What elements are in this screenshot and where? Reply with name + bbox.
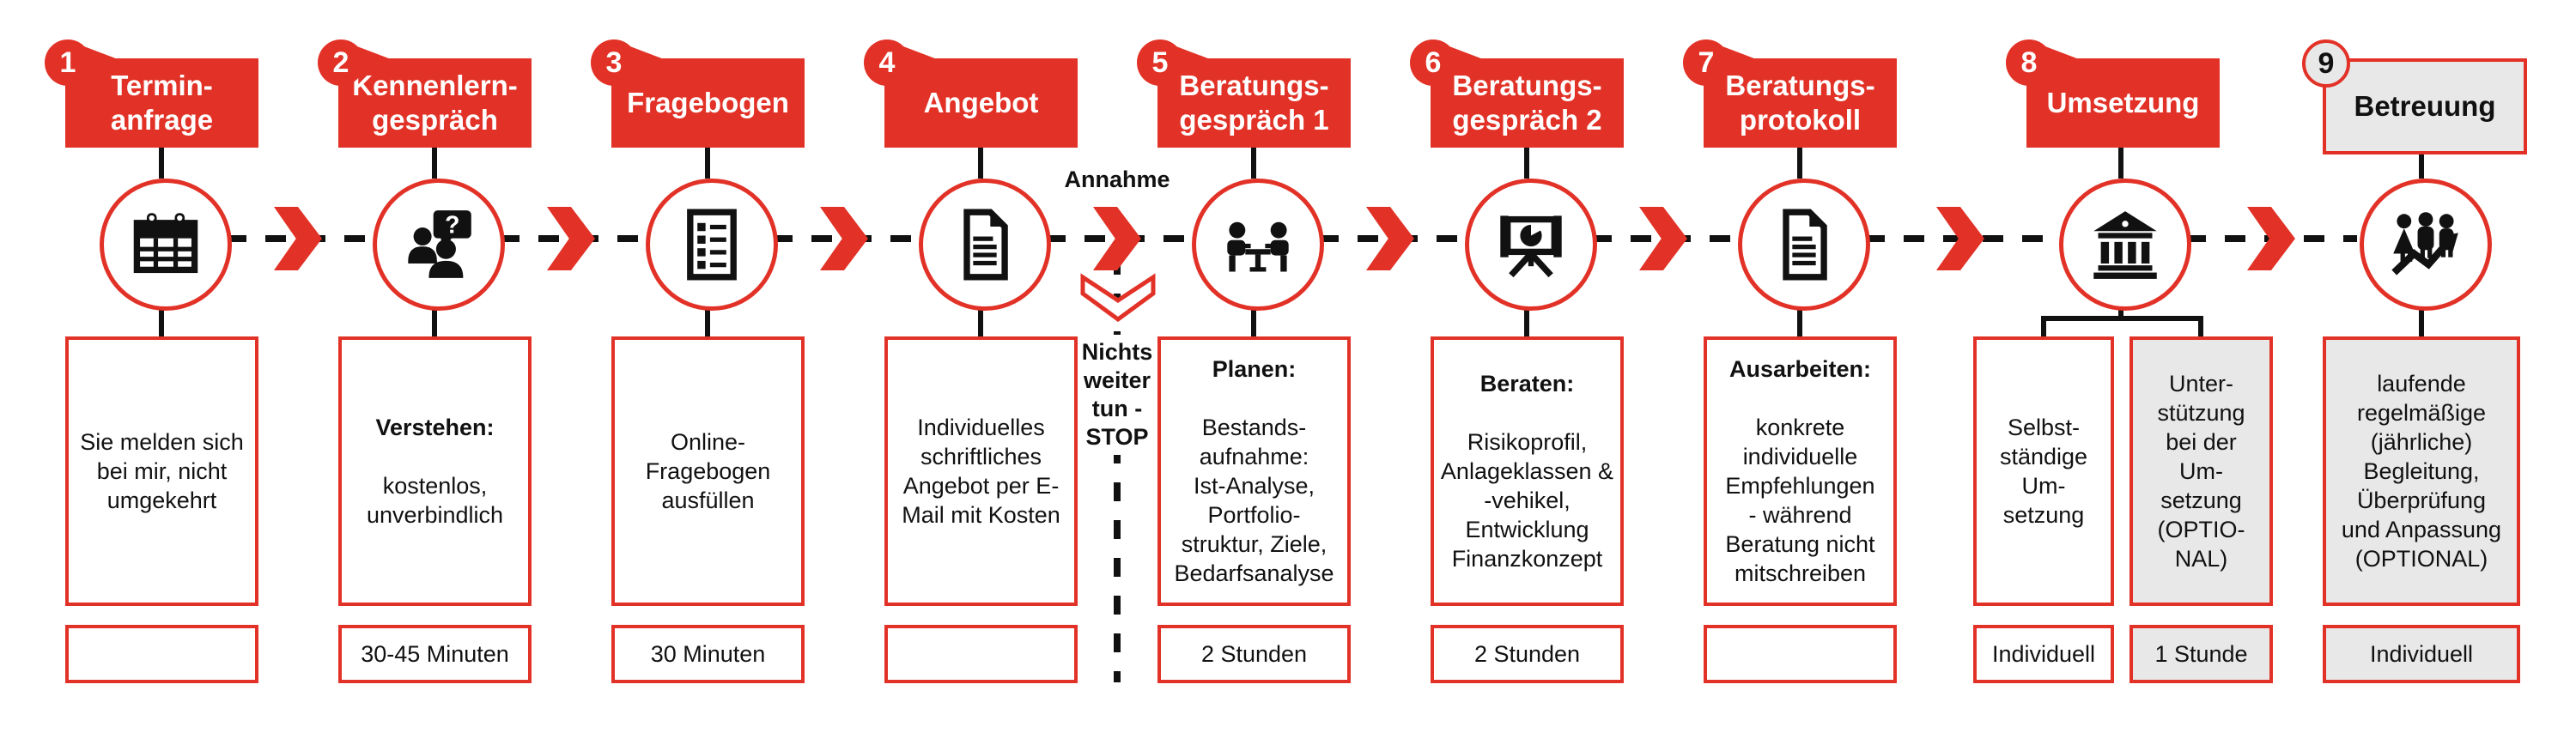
step-header-beratungsgespraech-2: Beratungs- gespräch 2 <box>1431 58 1624 148</box>
step-number-badge: 1 <box>45 39 91 86</box>
duration-box: Individuell <box>1973 625 2114 683</box>
duration-box-optional: 1 Stunde <box>2129 625 2273 683</box>
connector <box>2041 316 2046 338</box>
connector <box>2419 302 2424 336</box>
connector <box>2118 148 2123 179</box>
description-text: Selbst- ständige Um- setzung <box>1999 415 2088 528</box>
duration-box: 2 Stunden <box>1431 625 1624 683</box>
description-text: laufende regelmäßige (jährliche) Begleit… <box>2341 371 2502 572</box>
step-number-badge: 9 <box>2302 39 2350 88</box>
svg-text:?: ? <box>445 211 459 239</box>
meeting-icon <box>1227 221 1289 272</box>
step-header-beratungsgespraech-1: Beratungs- gespräch 1 <box>1157 58 1351 148</box>
step-header-betreuung: Betreuung <box>2323 58 2527 154</box>
description-text: konkrete individuelle Empfehlungen - wäh… <box>1725 415 1875 586</box>
connector <box>1797 148 1802 179</box>
step-icon-circle <box>1738 179 1870 311</box>
step-icon-circle: ? <box>373 179 505 311</box>
connector <box>159 302 164 336</box>
description-lead: Verstehen: <box>375 415 495 440</box>
connector <box>1797 302 1802 336</box>
step-description-box: Beraten: Risikoprofil, Anlageklassen & -… <box>1431 336 1624 606</box>
duration-box <box>884 625 1078 683</box>
document-icon <box>963 209 1008 281</box>
connector <box>1524 148 1529 179</box>
people-question-icon: ? <box>408 210 471 278</box>
step-description-box: Selbst- ständige Um- setzung <box>1973 336 2114 606</box>
connector <box>2198 316 2203 338</box>
connector <box>432 302 437 336</box>
bank-icon <box>2093 211 2157 279</box>
step-description-box: Individuelles schriftliches Angebot per … <box>884 336 1078 606</box>
split-connector <box>2041 316 2203 321</box>
annahme-label: Annahme <box>1064 167 1170 192</box>
checklist-icon <box>687 209 737 281</box>
description-lead: Ausarbeiten: <box>1728 356 1872 382</box>
step-number-badge: 3 <box>591 39 637 86</box>
step-description-box-optional: laufende regelmäßige (jährliche) Begleit… <box>2323 336 2520 606</box>
connector <box>2118 302 2123 319</box>
step-icon-circle <box>2360 179 2492 311</box>
step-header-angebot: Angebot <box>884 58 1078 148</box>
step-number-badge: 6 <box>1410 39 1456 86</box>
connector <box>705 302 710 336</box>
stop-branch-dashed-line <box>1114 256 1121 682</box>
step-header-terminanfrage: Termin- anfrage <box>65 58 258 148</box>
step-icon-circle <box>1192 179 1324 311</box>
connector <box>2419 148 2424 179</box>
duration-box <box>65 625 258 683</box>
step-description-box: Planen: Bestands- aufnahme: Ist-Analyse,… <box>1157 336 1351 606</box>
connector <box>1251 148 1256 179</box>
duration-box: 30 Minuten <box>611 625 805 683</box>
step-number-badge: 4 <box>864 39 910 86</box>
presentation-pie-icon <box>1500 215 1562 278</box>
connector <box>159 148 164 179</box>
connector <box>432 148 437 179</box>
step-description-box: Sie melden sich bei mir, nicht umgekehrt <box>65 336 258 606</box>
step-description-box: Online- Fragebogen ausfüllen <box>611 336 805 606</box>
description-text: kostenlos, unverbindlich <box>366 473 504 528</box>
step-number-badge: 8 <box>2006 39 2052 86</box>
step-icon-circle <box>1465 179 1597 311</box>
step-description-box: Verstehen: kostenlos, unverbindlich <box>338 336 532 606</box>
step-icon-circle <box>646 179 778 311</box>
connector <box>705 148 710 179</box>
step-description-box-optional: Unter- stützung bei der Um- setzung (OPT… <box>2129 336 2273 606</box>
connector <box>978 148 983 179</box>
duration-box-optional: Individuell <box>2323 625 2520 683</box>
document-icon <box>1783 209 1827 281</box>
step-icon-circle <box>2059 179 2191 311</box>
step-header-umsetzung: Umsetzung <box>2026 58 2220 148</box>
connector <box>1524 302 1529 336</box>
chevron-down-icon <box>1080 273 1156 323</box>
duration-box <box>1704 625 1897 683</box>
step-header-beratungsprotokoll: Beratungs- protokoll <box>1704 58 1897 148</box>
description-text: Bestands- aufnahme: Ist-Analyse, Portfol… <box>1174 415 1334 586</box>
description-text: Unter- stützung bei der Um- setzung (OPT… <box>2157 371 2245 572</box>
calendar-icon <box>133 213 198 274</box>
description-text: Risikoprofil, Anlageklassen & -vehikel, … <box>1440 429 1614 572</box>
connector <box>1251 302 1256 336</box>
description-lead: Planen: <box>1212 356 1297 382</box>
step-description-box: Ausarbeiten: konkrete individuelle Empfe… <box>1704 336 1897 606</box>
group-growth-icon <box>2391 212 2458 276</box>
duration-box: 2 Stunden <box>1157 625 1351 683</box>
step-number-badge: 7 <box>1683 39 1729 86</box>
description-text: Individuelles schriftliches Angebot per … <box>902 415 1060 528</box>
step-number-badge: 2 <box>318 39 364 86</box>
description-text: Online- Fragebogen ausfüllen <box>645 429 771 513</box>
step-header-fragebogen: Fragebogen <box>611 58 805 148</box>
step-number-badge: 5 <box>1137 39 1183 86</box>
step-icon-circle <box>100 179 232 311</box>
step-icon-circle <box>919 179 1051 311</box>
description-lead: Beraten: <box>1479 371 1575 397</box>
description-text: Sie melden sich bei mir, nicht umgekehrt <box>80 429 244 513</box>
duration-box: 30-45 Minuten <box>338 625 532 683</box>
step-header-kennenlerngespraech: Kennenlern- gespräch <box>338 58 532 148</box>
connector <box>978 302 983 336</box>
